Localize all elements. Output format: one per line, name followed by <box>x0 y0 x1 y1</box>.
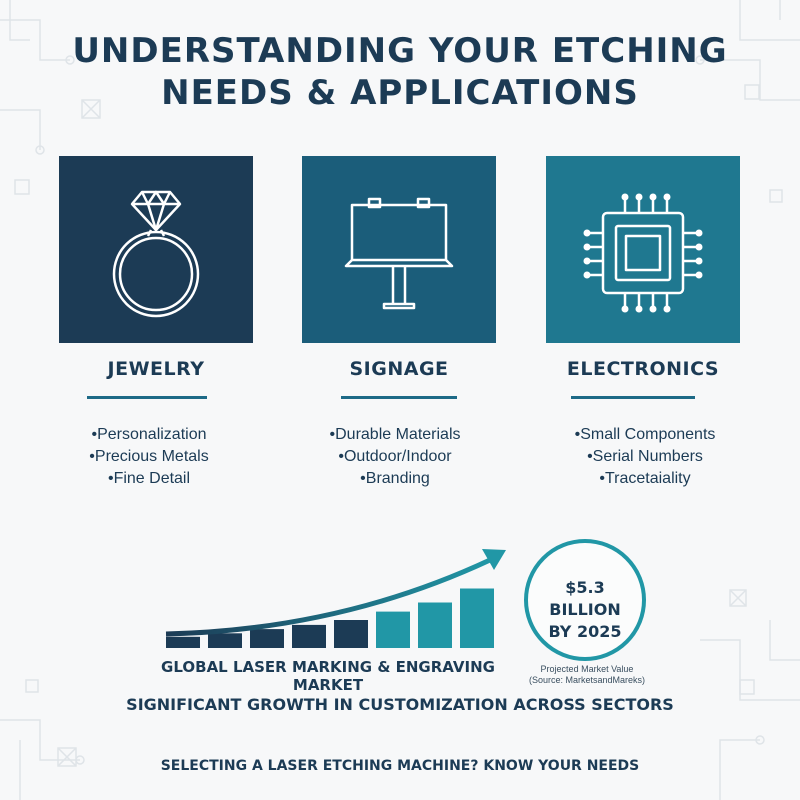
electronics-bullet-list: Small Components Serial Numbers Tracetai… <box>548 424 742 490</box>
jewelry-divider <box>87 396 207 399</box>
signage-bullet-list: Durable Materials Outdoor/Indoor Brandin… <box>298 424 492 490</box>
growth-statement: SIGNIFICANT GROWTH IN CUSTOMIZATION ACRO… <box>126 695 674 714</box>
electronics-divider <box>571 396 695 399</box>
title-line-2: NEEDS & APPLICATIONS <box>161 73 639 113</box>
billboard-icon <box>302 156 496 343</box>
market-note-line-1: Projected Market Value <box>540 664 634 674</box>
electronics-card <box>546 156 740 343</box>
signage-label: SIGNAGE <box>349 358 449 380</box>
market-label: GLOBAL LASER MARKING & ENGRAVING MARKET <box>161 658 495 694</box>
growth-bar-graphic <box>165 549 506 648</box>
market-value-badge: $5.3 BILLION BY 2025 <box>524 539 646 661</box>
list-item: Branding <box>298 468 492 490</box>
market-source-note: Projected Market Value (Source: Marketsa… <box>520 664 654 686</box>
signage-card <box>302 156 496 343</box>
growth-bar <box>208 633 242 648</box>
list-item: Tracetaiality <box>548 468 742 490</box>
market-year: BY 2025 <box>548 622 622 641</box>
growth-bar <box>334 620 368 648</box>
page-title: UNDERSTANDING YOUR ETCHING NEEDS & APPLI… <box>0 30 800 114</box>
title-line-1: UNDERSTANDING YOUR ETCHING <box>72 31 728 71</box>
growth-arrow <box>165 557 492 637</box>
footer-call-to-action: SELECTING A LASER ETCHING MACHINE? KNOW … <box>160 758 640 774</box>
jewelry-bullet-list: Personalization Precious Metals Fine Det… <box>52 424 246 490</box>
growth-bar <box>292 624 326 648</box>
market-note-line-2: (Source: MarketsandMareks) <box>528 675 646 685</box>
list-item: Outdoor/Indoor <box>298 446 492 468</box>
growth-bar <box>460 588 494 648</box>
list-item: Small Components <box>548 424 742 446</box>
list-item: Precious Metals <box>52 446 246 468</box>
growth-bar <box>166 636 200 648</box>
list-item: Durable Materials <box>298 424 492 446</box>
growth-bar <box>418 602 452 648</box>
growth-bar <box>250 629 284 648</box>
diamond-ring-icon <box>59 156 253 343</box>
jewelry-card <box>59 156 253 343</box>
list-item: Personalization <box>52 424 246 446</box>
growth-arrowhead <box>482 549 506 570</box>
list-item: Fine Detail <box>52 468 246 490</box>
jewelry-label: JEWELRY <box>107 358 205 380</box>
list-item: Serial Numbers <box>548 446 742 468</box>
market-value: $5.3 BILLION <box>549 578 621 619</box>
signage-divider <box>341 396 457 399</box>
microchip-icon <box>546 156 740 343</box>
growth-bar <box>376 611 410 648</box>
electronics-label: ELECTRONICS <box>566 358 720 380</box>
